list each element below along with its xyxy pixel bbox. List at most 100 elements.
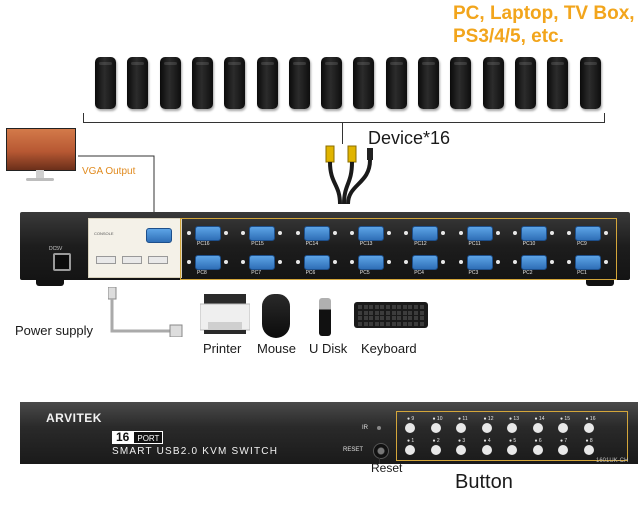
keyboard-key	[369, 305, 374, 309]
port-screw	[278, 231, 283, 235]
pc-port-label: PC6	[305, 270, 316, 276]
port-screw	[441, 260, 446, 264]
port-select-button[interactable]	[532, 445, 543, 455]
udisk-image	[319, 298, 331, 336]
port-select-button[interactable]	[583, 445, 594, 455]
keyboard-key	[397, 310, 402, 315]
console-usb-port	[122, 256, 142, 264]
device-box	[482, 57, 504, 109]
device-box	[514, 57, 536, 109]
brand-logo: ARVITEK	[46, 411, 102, 425]
port-select-button[interactable]	[532, 423, 543, 433]
product-caption: PC, Laptop, TV Box, PS3/4/5, etc.	[453, 2, 635, 48]
keyboard-key	[374, 310, 379, 315]
port-select-button[interactable]	[583, 423, 594, 433]
port-select-button[interactable]	[405, 423, 415, 433]
port-select-button[interactable]	[430, 445, 441, 455]
reset-label: Reset	[371, 461, 403, 475]
device-row	[95, 57, 605, 113]
port-screw	[241, 231, 246, 235]
keyboard-key	[374, 316, 379, 320]
pc-port-label: PC4	[414, 270, 424, 276]
keyboard-key	[363, 316, 368, 320]
keyboard-key	[386, 305, 390, 309]
keyboard-key	[391, 310, 396, 315]
pc-vga-port	[195, 226, 221, 241]
port-screw	[241, 260, 246, 264]
keyboard-key	[391, 321, 396, 326]
pc-vga-port	[195, 255, 221, 270]
led-label: ● 15	[560, 416, 570, 422]
led-label: ● 7	[560, 438, 568, 444]
keyboard-key	[386, 310, 390, 315]
pc-vga-port	[575, 255, 602, 270]
led-label: ● 14	[534, 416, 545, 422]
udisk-label: U Disk	[309, 341, 348, 356]
port-screw	[187, 231, 191, 235]
caption-line-2: PS3/4/5, etc.	[453, 26, 564, 47]
port-select-button[interactable]	[456, 445, 466, 455]
pc-vga-port	[466, 226, 493, 241]
keyboard-key	[363, 321, 368, 326]
pc-port-label: PC13	[359, 241, 373, 247]
led-label: ● 1	[407, 438, 415, 444]
caption-line-1: PC, Laptop, TV Box,	[453, 3, 635, 24]
keyboard-key	[358, 305, 362, 309]
port-select-button[interactable]	[558, 445, 568, 455]
led-label: ● 10	[432, 416, 443, 422]
printer-label: Printer	[203, 341, 242, 356]
port-select-button[interactable]	[481, 423, 492, 433]
port-screw	[386, 260, 391, 264]
port-select-button[interactable]	[405, 445, 415, 455]
pc-vga-port	[303, 255, 330, 270]
pc-port-label: PC7	[251, 270, 262, 276]
port-screw	[512, 260, 517, 264]
keyboard-key	[397, 316, 402, 320]
reset-button[interactable]	[373, 443, 389, 459]
ir-sensor	[377, 426, 381, 430]
keyboard-key	[374, 321, 379, 326]
port-screw	[458, 260, 463, 264]
keyboard-key	[358, 321, 362, 326]
port-screw	[549, 260, 554, 264]
port-screw	[604, 231, 609, 235]
usb-cable	[108, 287, 183, 337]
keyboard-key	[363, 310, 368, 315]
led-label: ● 6	[534, 438, 542, 444]
keyboard-key	[391, 316, 396, 320]
bracket-right-tick	[604, 113, 605, 123]
port-select-button[interactable]	[430, 423, 441, 433]
port-screw	[332, 231, 337, 235]
device-box	[579, 57, 601, 109]
port-screw	[567, 260, 572, 264]
bracket-horizontal	[83, 122, 605, 123]
mouse-image	[262, 294, 290, 338]
device-box	[159, 57, 181, 109]
bracket-left-tick	[83, 113, 84, 123]
port-screw	[604, 260, 609, 264]
port-screw	[386, 231, 391, 235]
port-select-button[interactable]	[507, 423, 517, 433]
kvm-foot	[36, 280, 64, 286]
pc-port-label: PC1	[577, 270, 587, 276]
port-select-button[interactable]	[558, 423, 568, 433]
keyboard-key	[419, 321, 424, 326]
device-box	[450, 57, 472, 109]
monitor-screen	[6, 128, 76, 171]
port-screw	[187, 260, 191, 264]
keyboard-key	[391, 305, 396, 309]
pc-vga-port	[249, 255, 276, 270]
port-screw	[295, 231, 300, 235]
pc-vga-port	[520, 226, 547, 241]
port-select-button[interactable]	[507, 445, 517, 455]
keyboard-label: Keyboard	[361, 341, 417, 356]
port-select-button[interactable]	[481, 445, 492, 455]
pc-vga-port	[357, 255, 384, 270]
port-select-button[interactable]	[456, 423, 466, 433]
console-usb-port	[96, 256, 116, 264]
bracket-stem	[342, 122, 343, 144]
pc-vga-port	[249, 226, 276, 241]
pc-port-label: PC8	[197, 270, 207, 276]
printer-image	[200, 294, 250, 334]
led-label: ● 12	[483, 416, 494, 422]
